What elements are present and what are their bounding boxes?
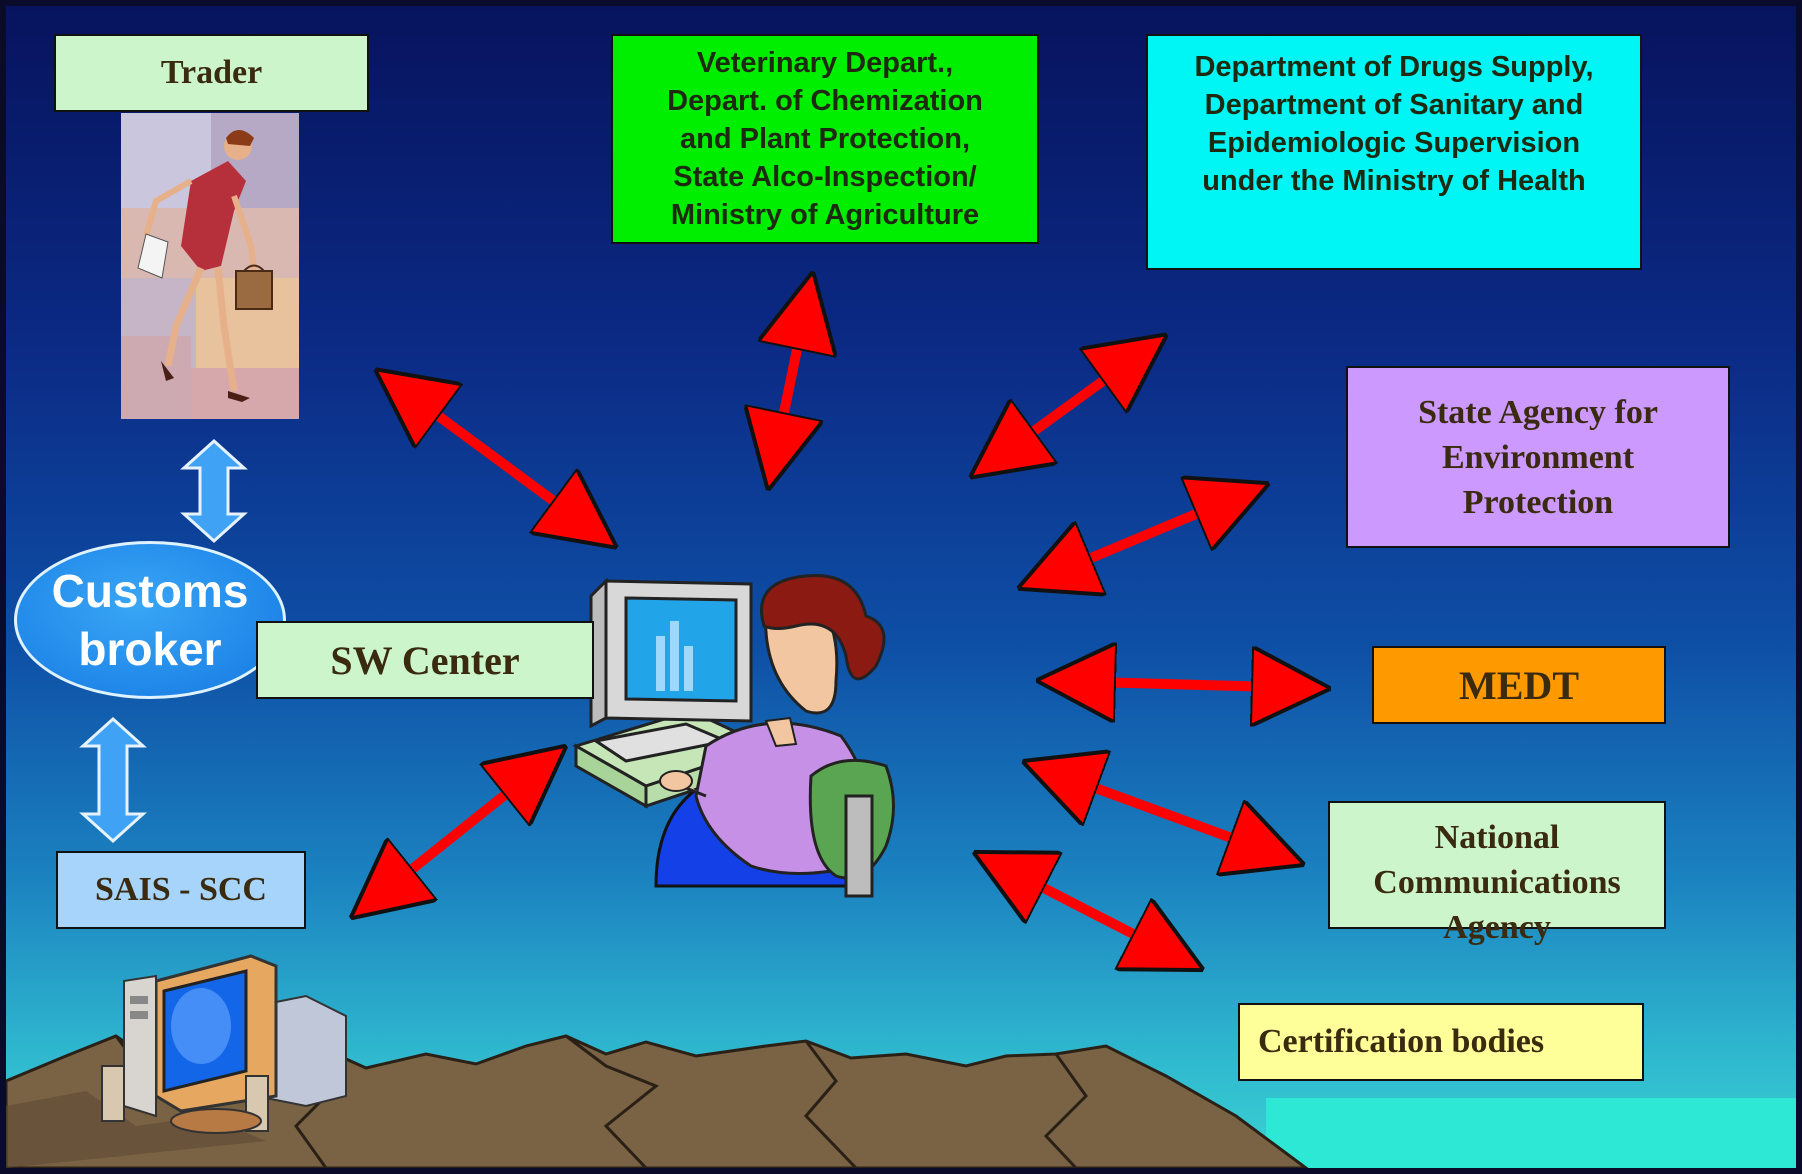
sea-strip [1266, 1098, 1796, 1168]
sais-scc-label: SAIS - SCC [95, 871, 267, 908]
national-comm-label: National Communications Agency [1373, 819, 1621, 946]
national-comm-box: National Communications Agency [1328, 801, 1666, 946]
trader-label: Trader [160, 54, 263, 91]
workstation-illustration [101, 954, 347, 1134]
certification-label: Certification bodies [1258, 1023, 1545, 1060]
operator-at-computer-illustration [572, 574, 895, 898]
state-agency-label: State Agency for Environment Protection [1418, 393, 1658, 521]
veterinary-label: Veterinary Depart., Depart. of Chemizati… [667, 47, 983, 231]
diagram-graphics [6, 113, 1796, 1168]
customs-broker-ellipse: Customs broker [14, 541, 286, 699]
trader-illustration [121, 113, 299, 419]
sw-center-box: SW Center [256, 621, 594, 699]
state-agency-box: State Agency for Environment Protection [1346, 366, 1730, 548]
trader-box: Trader [54, 34, 369, 112]
veterinary-box: Veterinary Depart., Depart. of Chemizati… [611, 34, 1039, 244]
drugs-supply-label: Department of Drugs Supply, Department o… [1194, 51, 1594, 197]
sais-scc-box: SAIS - SCC [56, 851, 306, 929]
medt-box: MEDT [1372, 646, 1666, 724]
red-arrows [366, 291, 1311, 961]
certification-box: Certification bodies [1238, 1003, 1644, 1081]
medt-label: MEDT [1459, 662, 1579, 708]
broker-arrows [79, 438, 248, 844]
drugs-supply-box: Department of Drugs Supply, Department o… [1146, 34, 1642, 270]
sw-center-label: SW Center [330, 637, 520, 683]
customs-broker-label: Customs broker [51, 565, 249, 675]
